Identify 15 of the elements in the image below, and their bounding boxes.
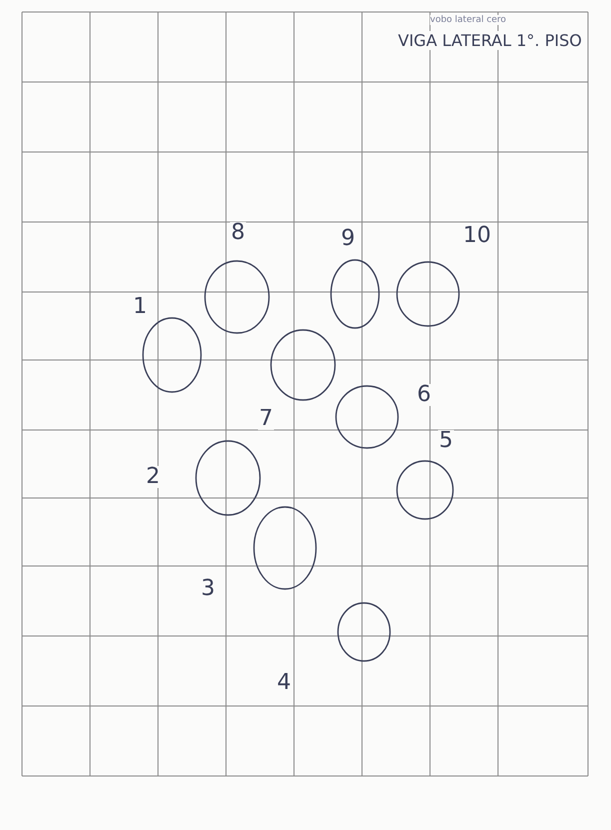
number-label: 2 — [145, 466, 161, 488]
circle-outline — [330, 259, 380, 329]
note-text: vobo lateral cero — [430, 15, 506, 25]
circle-outline — [335, 385, 399, 449]
circle-outline — [253, 506, 317, 590]
circle-outline — [204, 260, 270, 334]
circle-outline — [270, 329, 336, 401]
circle-outline — [195, 440, 261, 516]
circle-outline — [396, 460, 454, 520]
circle-outline — [142, 317, 202, 393]
number-label: 6 — [416, 384, 432, 406]
circle-outline — [337, 602, 391, 662]
number-label: 7 — [258, 408, 274, 430]
title: VIGA LATERAL 1°. PISO — [398, 31, 582, 50]
circle-outline — [396, 261, 460, 327]
